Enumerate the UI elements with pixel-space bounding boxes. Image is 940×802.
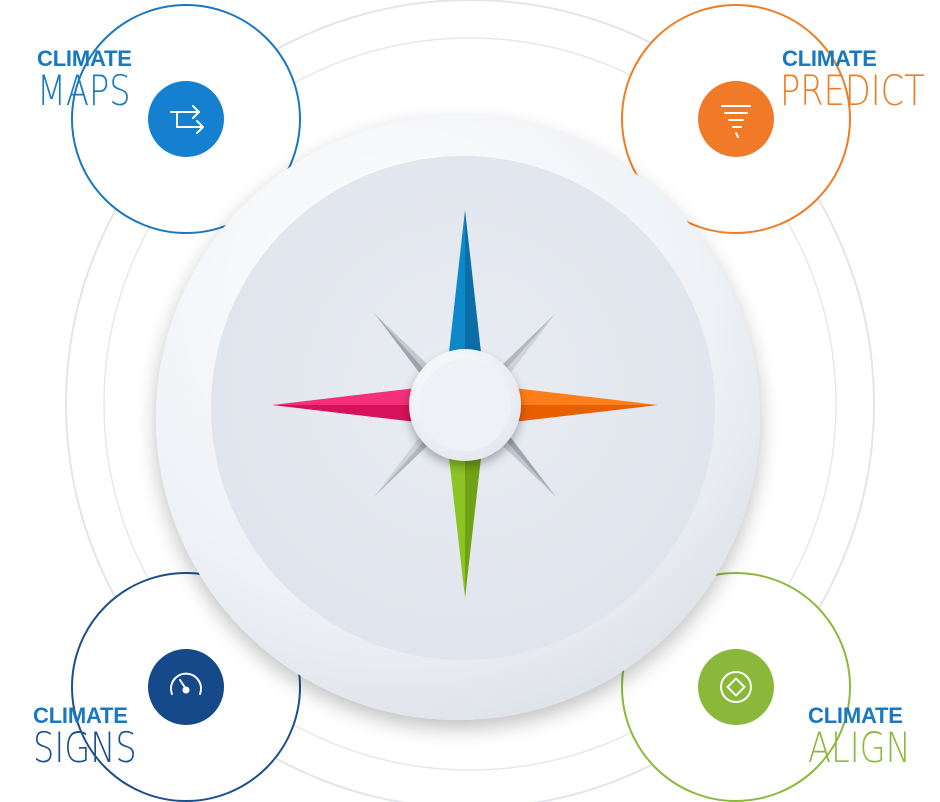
signs-kicker: CLIMATE [33,703,128,728]
diamond-target-icon [720,671,752,703]
compass-needle-south [447,440,465,598]
maps-icon-bg [148,81,224,157]
compass-needle-east-shade [505,405,658,423]
predict-label: CLIMATE PREDICT [780,48,940,112]
signs-icon-button[interactable] [148,649,224,725]
compass-hub-inner [419,359,511,451]
inner-ring [103,37,837,771]
compass-needle-south-shade [465,440,483,598]
compass-needle-north-shade [465,210,483,370]
align-label: CLIMATE ALIGN [808,705,936,769]
arrows-exchange-icon [170,105,204,134]
compass-needle-north [447,210,465,370]
compass-needle-east [505,387,658,405]
predict-icon-button[interactable] [698,81,774,157]
align-word: ALIGN [808,723,911,772]
signs-label: CLIMATE SIGNS [33,705,163,769]
maps-icon-button[interactable] [148,81,224,157]
maps-label: CLIMATE MAPS [37,48,154,112]
maps-word: MAPS [37,66,131,115]
gauge-icon [170,672,202,695]
align-kicker: CLIMATE [808,703,903,728]
compass-needle-west-shade [272,405,425,423]
outer-ring [65,0,875,802]
predict-word: PREDICT [780,66,925,115]
signs-word: SIGNS [33,723,137,772]
align-icon-button[interactable] [698,649,774,725]
compass-needle-west [272,387,425,405]
maps-kicker: CLIMATE [37,46,132,71]
tornado-icon [721,105,751,138]
align-icon-bg [698,649,774,725]
predict-kicker: CLIMATE [782,46,877,71]
compass [156,116,760,720]
